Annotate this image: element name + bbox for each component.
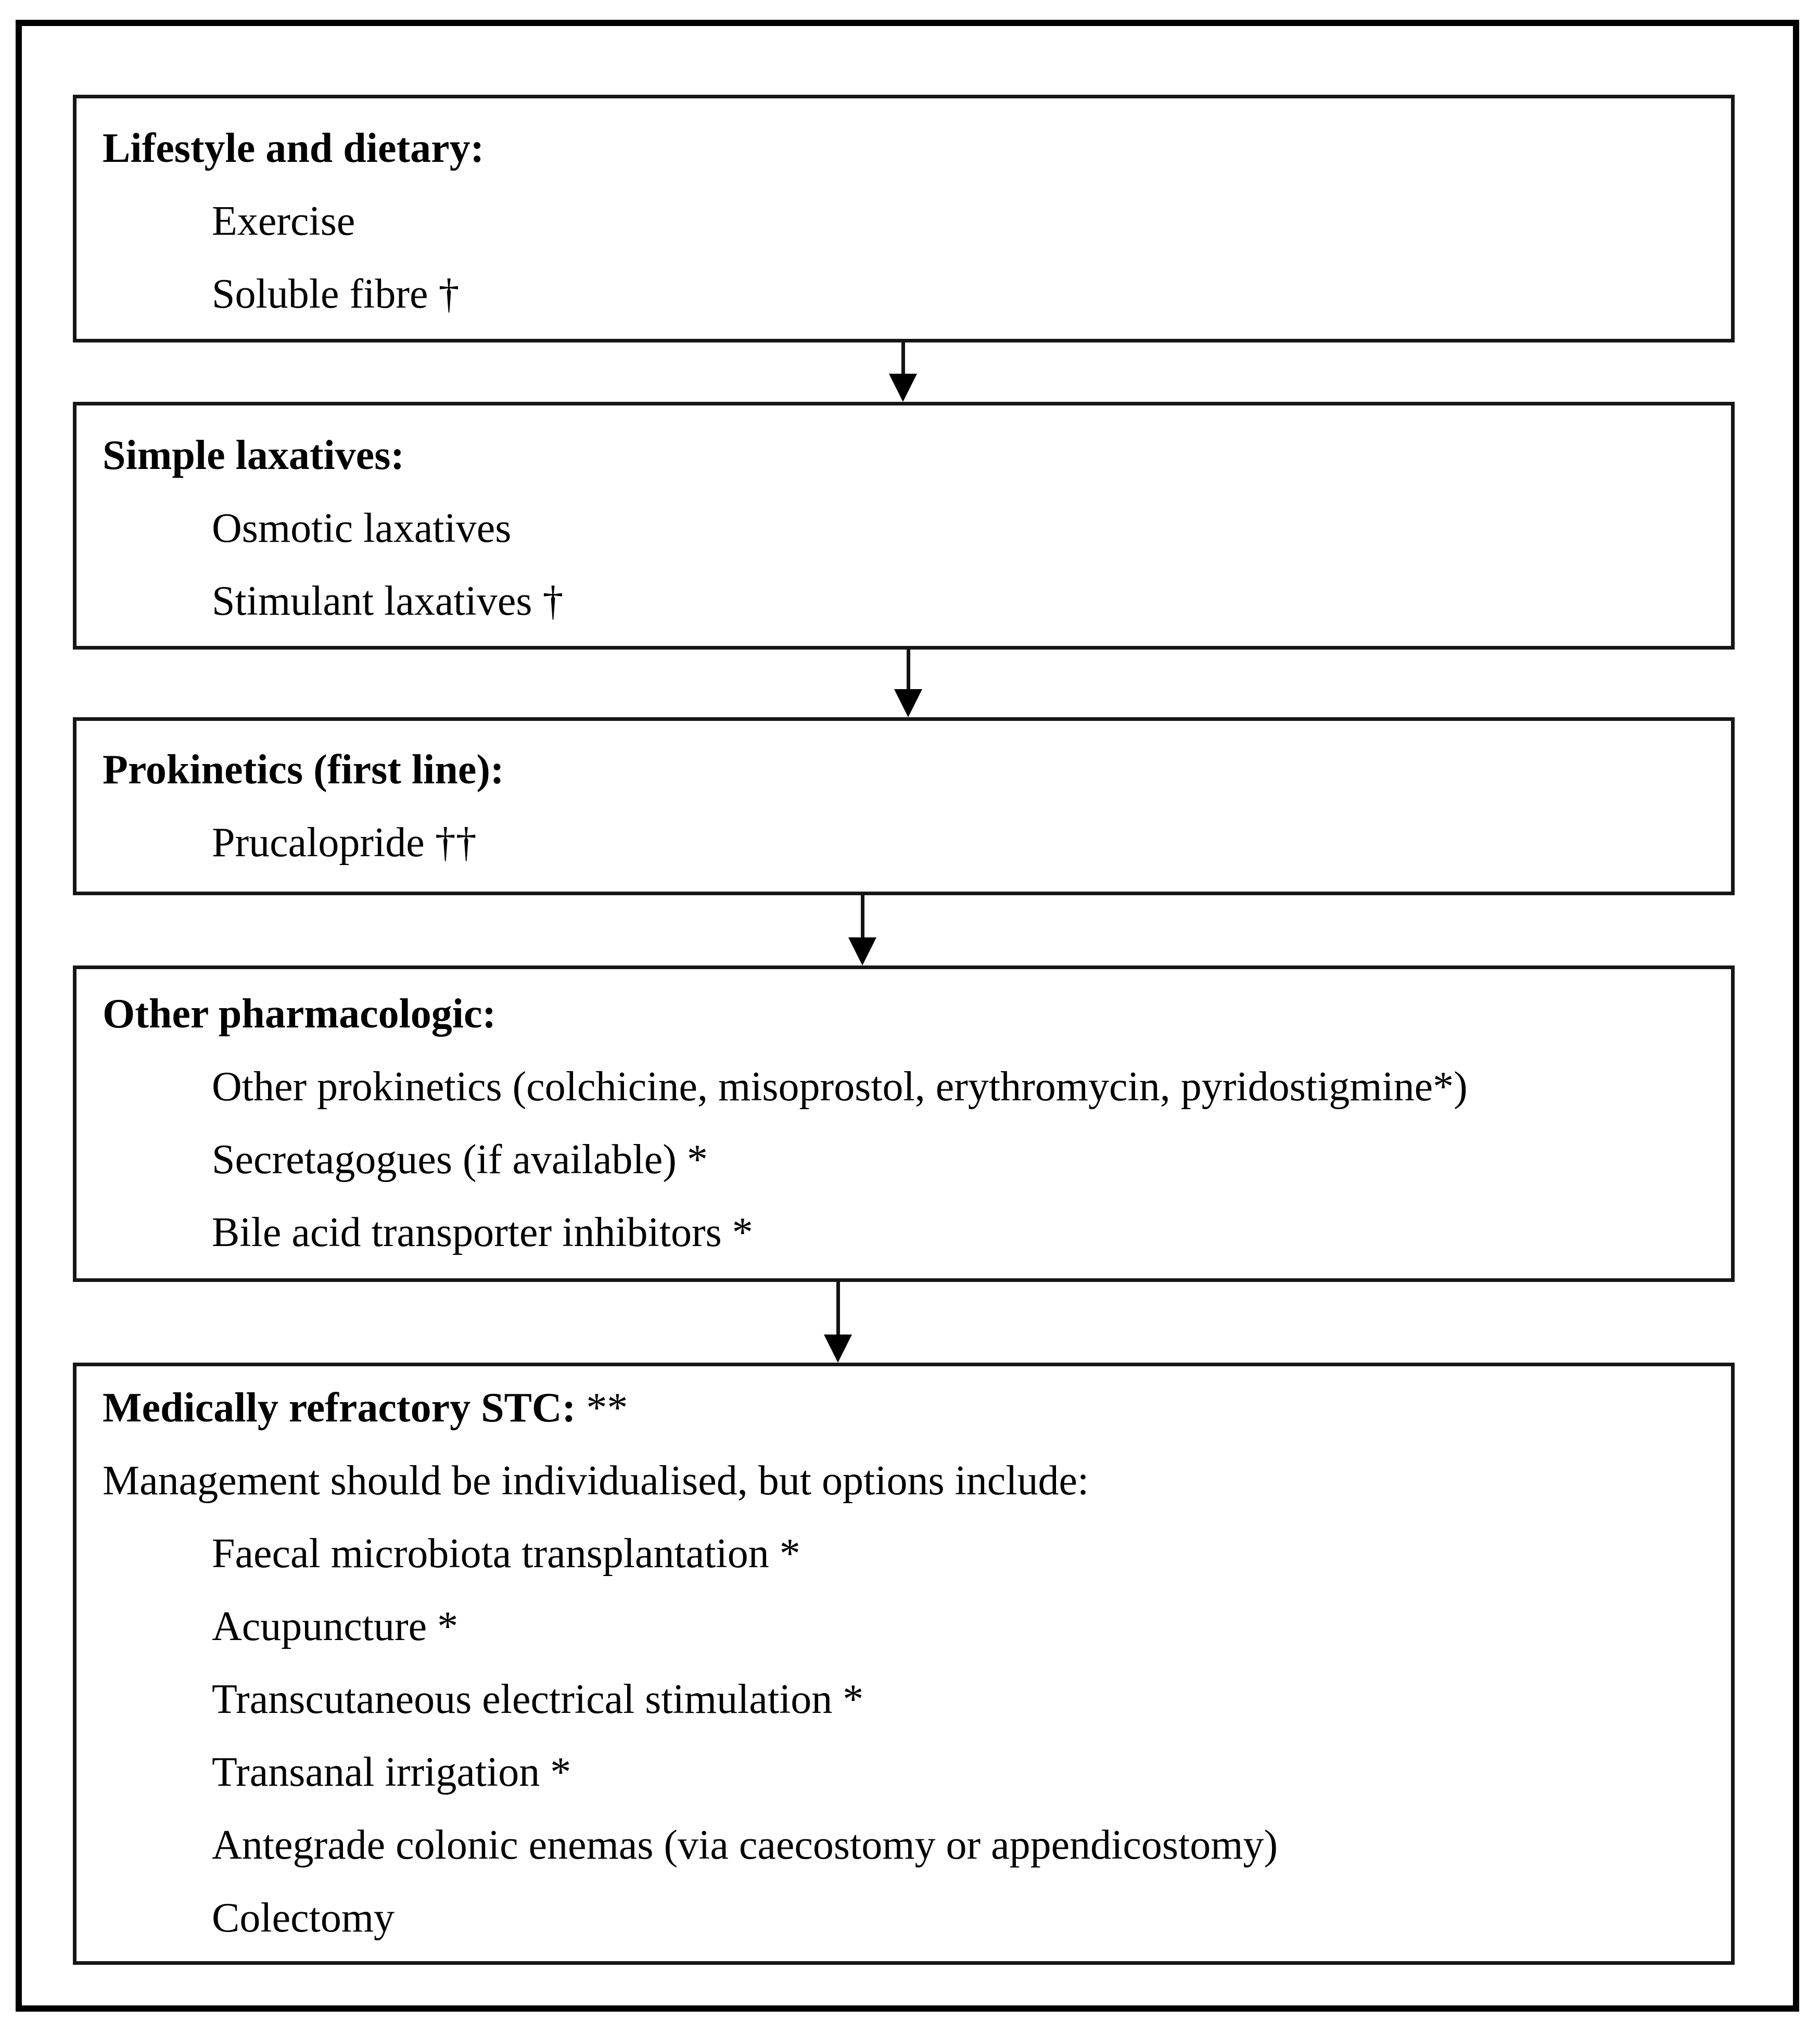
box-item: Transcutaneous electrical stimulation * (212, 1676, 864, 1722)
box-title: Prokinetics (first line): (103, 747, 504, 793)
box-item: Prucalopride †† (212, 820, 477, 866)
box-other-pharmacologic: Other pharmacologic: Other prokinetics (… (73, 965, 1735, 1282)
box-title: Lifestyle and dietary: (103, 125, 485, 171)
box-item: Secretagogues (if available) * (212, 1137, 708, 1183)
box-item: Acupuncture * (212, 1604, 459, 1649)
box-item: Soluble fibre † (212, 271, 460, 317)
arrow-stem (907, 650, 910, 692)
box-item: Other prokinetics (colchicine, misoprost… (212, 1064, 1468, 1110)
down-arrow (848, 894, 876, 965)
box-title: Medically refractory STC: (103, 1385, 576, 1431)
box-item: Bile acid transporter inhibitors * (212, 1210, 753, 1255)
arrow-stem (861, 894, 864, 941)
box-medically-refractory-stc: Medically refractory STC: ** Management … (73, 1363, 1735, 1965)
box-item: Osmotic laxatives (212, 505, 512, 551)
box-item: Stimulant laxatives † (212, 578, 564, 624)
box-title-suffix: ** (576, 1385, 628, 1431)
box-item: Transanal irrigation * (212, 1749, 571, 1795)
arrow-head-icon (848, 937, 876, 965)
box-intro: Management should be individualised, but… (103, 1458, 1089, 1504)
down-arrow (889, 342, 917, 402)
arrow-head-icon (889, 374, 917, 402)
arrow-stem (901, 342, 905, 377)
box-title: Simple laxatives: (103, 433, 404, 478)
box-simple-laxatives: Simple laxatives: Osmotic laxatives Stim… (73, 402, 1735, 650)
down-arrow (894, 650, 922, 717)
arrow-stem (836, 1282, 840, 1338)
box-title-line: Medically refractory STC: ** (103, 1371, 1715, 1444)
box-item: Antegrade colonic enemas (via caecostomy… (212, 1822, 1278, 1868)
arrow-head-icon (894, 689, 922, 717)
box-title: Other pharmacologic: (103, 991, 497, 1037)
arrow-head-icon (824, 1335, 852, 1363)
box-item: Exercise (212, 198, 355, 244)
box-item: Colectomy (212, 1895, 395, 1941)
box-item: Faecal microbiota transplantation * (212, 1531, 800, 1577)
box-lifestyle-dietary: Lifestyle and dietary: Exercise Soluble … (73, 95, 1735, 342)
box-prokinetics-first-line: Prokinetics (first line): Prucalopride †… (73, 717, 1735, 895)
down-arrow (824, 1282, 852, 1363)
